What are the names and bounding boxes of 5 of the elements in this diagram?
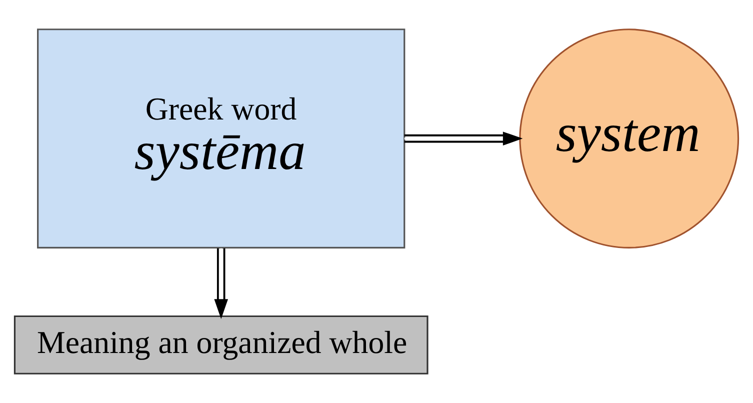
node-box: Greek word systēma: [37, 28, 406, 249]
node-circle: system: [519, 28, 740, 249]
arrow: [404, 132, 523, 146]
node-box: Meaning an organized whole: [14, 315, 428, 374]
arrow: [214, 248, 228, 319]
